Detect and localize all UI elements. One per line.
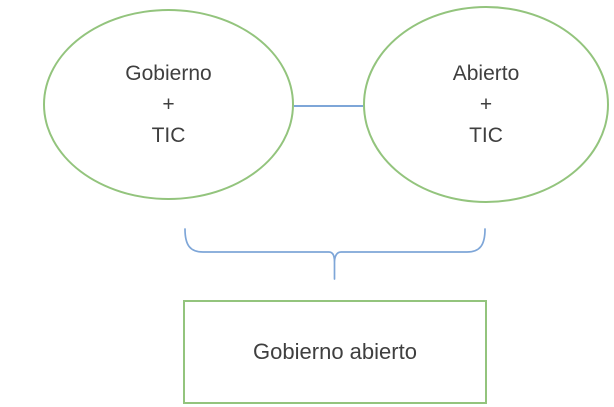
ellipse-right-line-2: + [479,93,493,116]
ellipse-right-line-3: TIC [469,124,503,147]
ellipse-right-line-1: Abierto [452,62,520,85]
result-box-label: Gobierno abierto [253,339,417,364]
brace-down [184,228,486,280]
ellipse-left-line-3: TIC [151,124,186,147]
ellipse-left-line-2: + [162,93,175,116]
ellipse-abierto-tic: Abierto + TIC [363,6,609,203]
ellipse-gobierno-tic: Gobierno + TIC [43,9,294,200]
ellipse-left-line-1: Gobierno [125,62,212,85]
result-box-gobierno-abierto: Gobierno abierto [183,300,487,404]
